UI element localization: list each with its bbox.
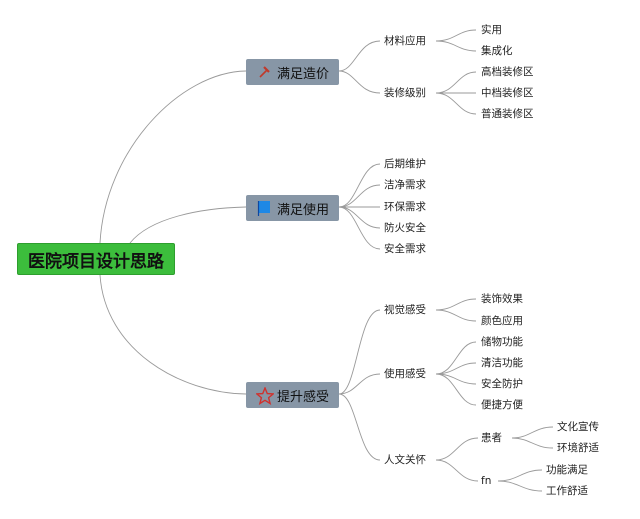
topic-high-end[interactable]: 高档装修区: [481, 66, 534, 78]
branch-label: 满足使用: [276, 202, 329, 218]
branch-cost[interactable]: 满足造价: [246, 59, 339, 85]
topic-integration[interactable]: 集成化: [481, 45, 513, 57]
topic-humanistic-care[interactable]: 人文关怀: [384, 454, 426, 466]
root-topic[interactable]: 医院项目设计思路: [17, 243, 175, 275]
topic-maintenance[interactable]: 后期维护: [384, 158, 426, 170]
branch-experience[interactable]: 提升感受: [246, 382, 339, 408]
topic-storage[interactable]: 储物功能: [481, 336, 523, 348]
topic-usage[interactable]: 使用感受: [384, 368, 426, 380]
topic-decor-effect[interactable]: 装饰效果: [481, 293, 523, 305]
topic-patients[interactable]: 患者: [481, 432, 502, 444]
branch-label: 满足造价: [276, 66, 329, 82]
topic-standard[interactable]: 普通装修区: [481, 108, 534, 120]
topic-security[interactable]: 安全需求: [384, 243, 426, 255]
topic-cleaning[interactable]: 清洁功能: [481, 357, 523, 369]
topic-color-use[interactable]: 颜色应用: [481, 315, 523, 327]
topic-visual[interactable]: 视觉感受: [384, 304, 426, 316]
topic-comfort-env[interactable]: 环境舒适: [557, 442, 599, 454]
connector-root-cost: [99, 70, 247, 244]
branch-label: 提升感受: [276, 389, 329, 405]
topic-culture[interactable]: 文化宣传: [557, 421, 599, 433]
star-outline-icon: [254, 386, 276, 406]
topic-finish-level[interactable]: 装修级别: [384, 87, 426, 99]
topic-work-comfort[interactable]: 工作舒适: [546, 485, 588, 497]
topic-cleanliness[interactable]: 洁净需求: [384, 179, 426, 191]
hammer-icon: [256, 64, 272, 80]
topic-function[interactable]: 功能满足: [546, 464, 588, 476]
connector-root-use: [129, 206, 247, 244]
topic-environmental[interactable]: 环保需求: [384, 201, 426, 213]
topic-practical[interactable]: 实用: [481, 24, 502, 36]
topic-convenience[interactable]: 便捷方便: [481, 399, 523, 411]
topic-material-use[interactable]: 材料应用: [384, 35, 426, 47]
topic-fn[interactable]: fn: [481, 475, 492, 487]
connector-root-experience: [99, 274, 247, 395]
topic-protection[interactable]: 安全防护: [481, 378, 523, 390]
root-topic-label: 医院项目设计思路: [28, 251, 164, 272]
blue-flag-icon: [256, 200, 272, 216]
topic-mid-range[interactable]: 中档装修区: [481, 87, 534, 99]
branch-use[interactable]: 满足使用: [246, 195, 339, 221]
topic-fire-safety[interactable]: 防火安全: [384, 222, 426, 234]
